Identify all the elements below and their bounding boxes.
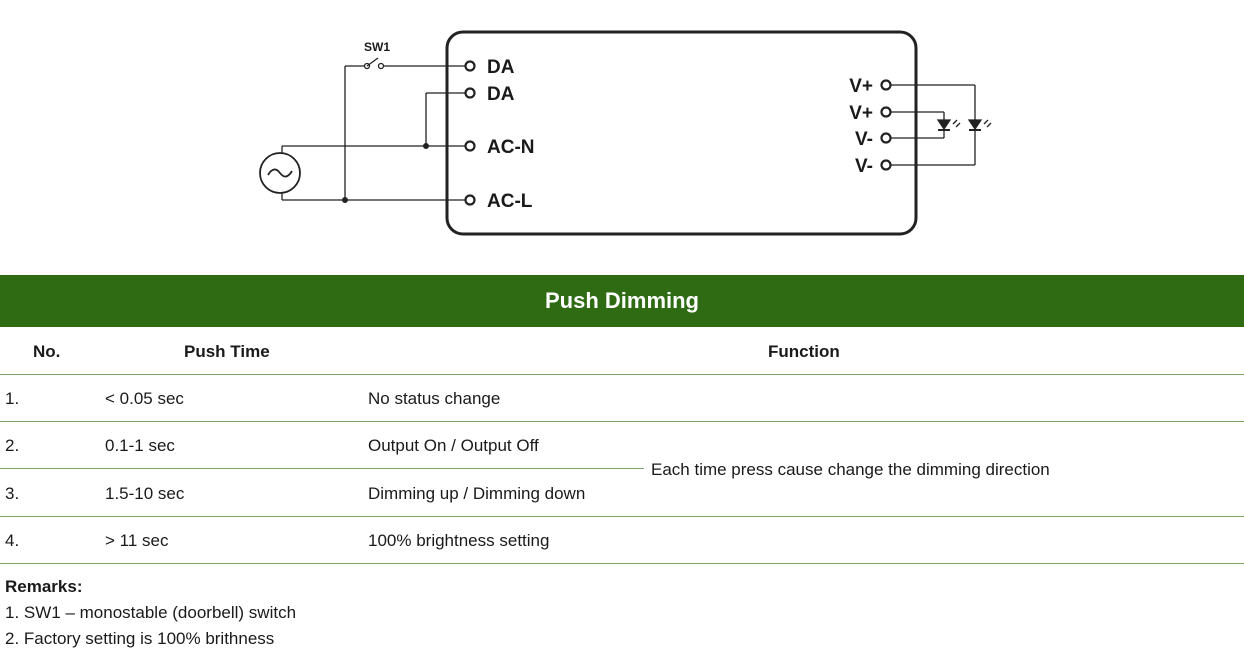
label-ac-n: AC-N (487, 137, 535, 158)
row-3-no: 3. (5, 484, 20, 503)
terminal-v-minus-1 (880, 132, 892, 144)
label-ac-l: AC-L (487, 191, 533, 212)
row-4-function: 100% brightness setting (368, 531, 550, 550)
row-divider (0, 421, 1244, 422)
label-da-1: DA (487, 57, 515, 78)
row-divider (0, 374, 1244, 375)
led-icon (967, 119, 992, 131)
switch-label: SW1 (364, 40, 390, 54)
row-2-no: 2. (5, 436, 20, 455)
label-v-minus-1: V- (855, 129, 873, 150)
row-divider (0, 468, 644, 469)
row-divider (0, 563, 1244, 564)
switch-contact-icon (363, 62, 371, 70)
label-da-2: DA (487, 84, 515, 105)
header-no: No. (33, 342, 61, 361)
row-3-push-time: 1.5-10 sec (105, 484, 185, 503)
remark-item: 2. Factory setting is 100% brithness (5, 629, 275, 648)
row-2-push-time: 0.1-1 sec (105, 436, 175, 455)
remark-item: 1. SW1 – monostable (doorbell) switch (5, 603, 297, 622)
wiring-diagram: SW1 DA DA AC-N AC-L V+ V+ V- V- (259, 30, 992, 236)
ac-source-icon (259, 152, 301, 194)
row-2-function: Output On / Output Off (368, 436, 539, 455)
label-v-plus-1: V+ (849, 76, 873, 97)
row-3-function: Dimming up / Dimming down (368, 484, 586, 503)
led-icon (936, 119, 961, 131)
merged-function-note: Each time press cause change the dimming… (651, 460, 1050, 479)
terminal-da-2 (464, 87, 476, 99)
driver-box (445, 30, 918, 236)
table-title: Push Dimming (0, 275, 1244, 327)
row-1-function: No status change (368, 389, 501, 408)
terminal-v-minus-2 (880, 159, 892, 171)
terminal-ac-n (464, 140, 476, 152)
row-1-push-time: < 0.05 sec (105, 389, 184, 408)
row-divider (0, 516, 1244, 517)
terminal-ac-l (464, 194, 476, 206)
remarks: Remarks: 1. SW1 – monostable (doorbell) … (5, 574, 296, 652)
terminal-da-1 (464, 60, 476, 72)
row-4-push-time: > 11 sec (105, 531, 169, 550)
terminal-v-plus-2 (880, 106, 892, 118)
label-v-plus-2: V+ (849, 103, 873, 124)
header-function: Function (768, 342, 840, 361)
row-4-no: 4. (5, 531, 20, 550)
terminal-v-plus-1 (880, 79, 892, 91)
header-push-time: Push Time (184, 342, 270, 361)
remarks-title: Remarks: (5, 577, 83, 596)
label-v-minus-2: V- (855, 156, 873, 177)
row-1-no: 1. (5, 389, 20, 408)
